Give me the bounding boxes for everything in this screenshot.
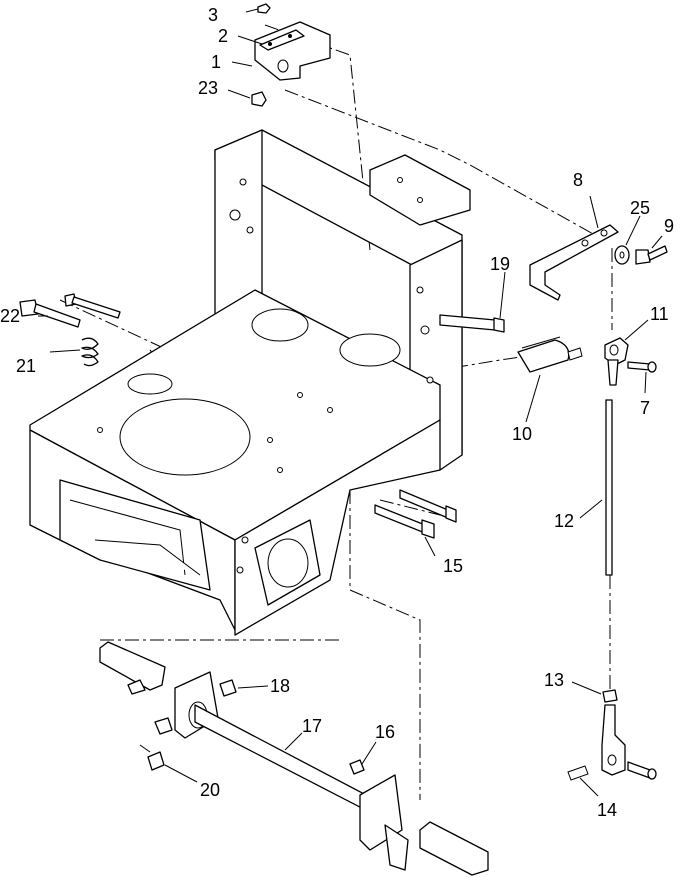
leader-lines <box>38 8 663 797</box>
spring-21 <box>81 337 99 367</box>
jam-nut-13 <box>602 689 618 703</box>
callout-18: 17 <box>302 716 322 736</box>
lower-clevis <box>601 704 626 776</box>
main-frame <box>29 129 463 636</box>
callout-9: 9 <box>664 216 674 236</box>
callout-12: 12 <box>554 511 574 531</box>
callout-23: 23 <box>198 78 218 98</box>
callout-19: 18 <box>270 676 290 696</box>
bolts-22 <box>19 293 121 328</box>
cotter-pin-14 <box>567 765 589 781</box>
callout-1: 1 <box>211 52 221 72</box>
nut-3 <box>257 3 271 14</box>
bolt-20 <box>139 744 165 771</box>
callout-17: 16 <box>375 722 395 742</box>
bolt-15 <box>439 314 505 333</box>
callout-22: 22 <box>0 306 20 326</box>
pin-7 <box>627 361 657 373</box>
callout-13: 13 <box>544 670 564 690</box>
callout-20: 20 <box>200 780 220 800</box>
callout-25: 25 <box>630 198 650 218</box>
nut-17 <box>349 759 365 775</box>
callout-labels: 3 2 1 23 8 25 9 19 11 7 10 12 13 14 15 1… <box>0 5 674 820</box>
nut-23 <box>251 91 267 107</box>
callout-21: 21 <box>16 356 36 376</box>
clevis-11 <box>604 337 629 386</box>
nut-19 <box>219 679 237 697</box>
upper-mount-plate <box>369 154 471 226</box>
callout-8: 8 <box>573 170 583 190</box>
bolts-16 <box>374 489 457 539</box>
clip-near-10 <box>567 347 583 361</box>
callout-10: 10 <box>512 424 532 444</box>
lower-pin <box>627 761 657 780</box>
shaft-assembly-18 <box>99 641 489 876</box>
pad-10 <box>517 336 570 373</box>
lever-arm <box>529 224 619 301</box>
callout-7: 7 <box>640 398 650 418</box>
callout-15: 19 <box>490 254 510 274</box>
bolt-9 <box>635 245 668 265</box>
callout-2: 2 <box>218 26 228 46</box>
callout-3: 3 <box>208 5 218 25</box>
callout-11: 11 <box>650 304 669 324</box>
bracket-assembly <box>254 21 331 81</box>
callout-16: 15 <box>443 556 463 576</box>
callout-14: 14 <box>597 800 617 820</box>
rod-12 <box>605 399 613 576</box>
washer-25 <box>614 245 630 265</box>
